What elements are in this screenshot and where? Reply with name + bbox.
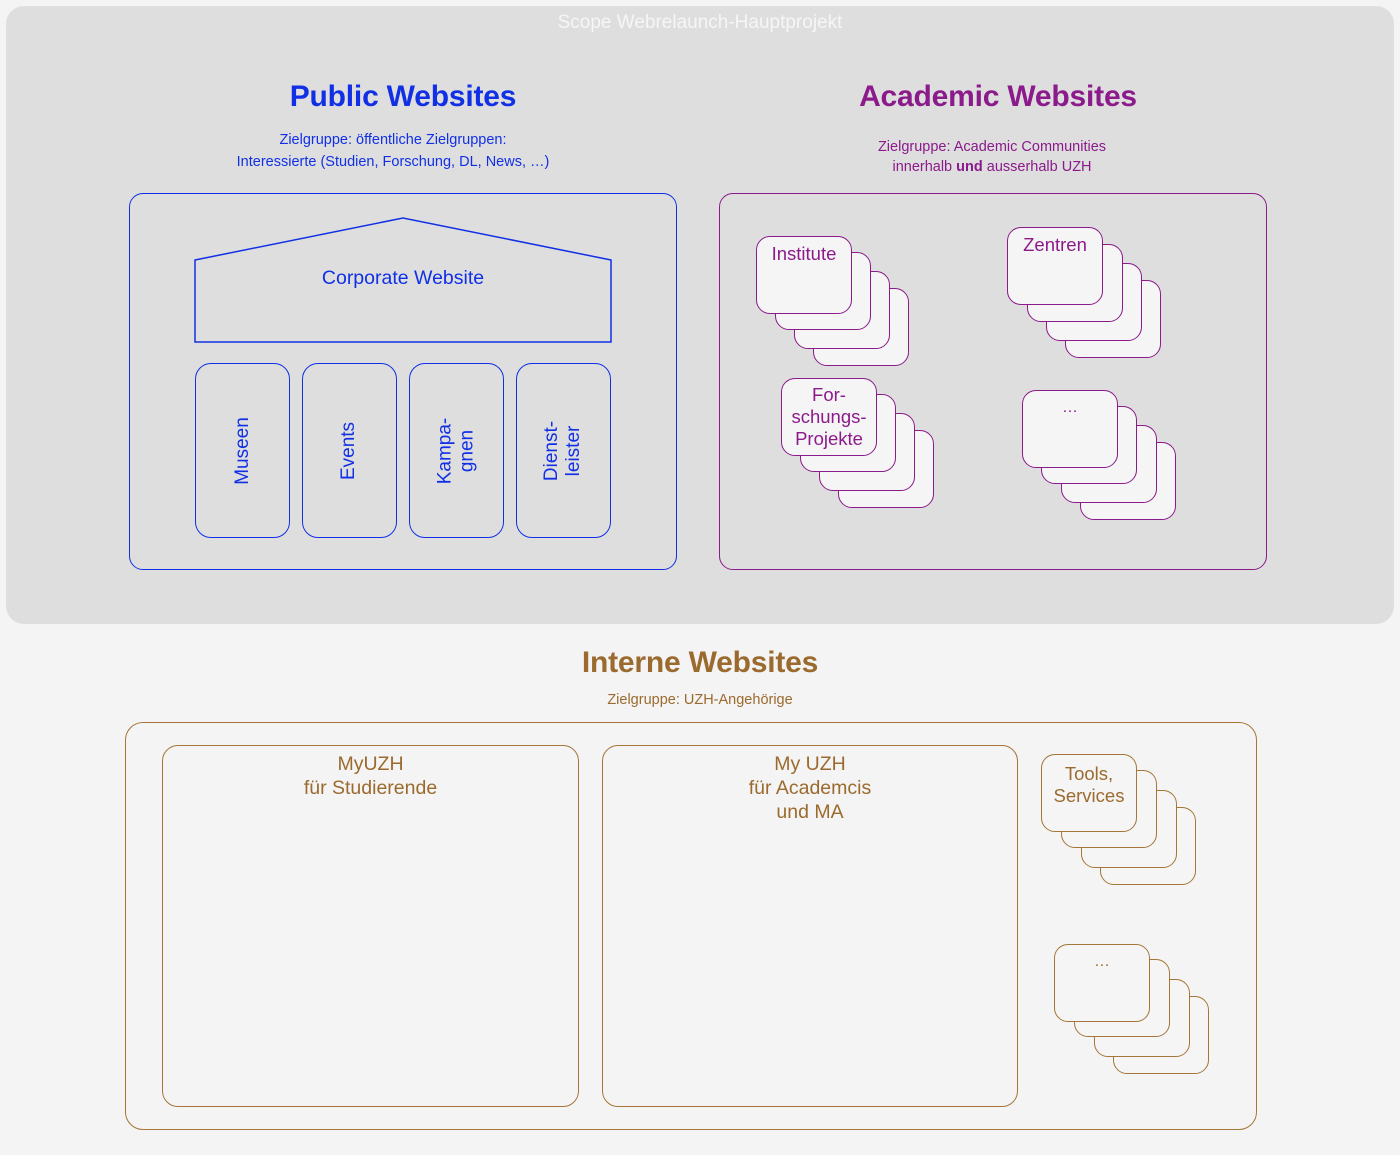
corporate-website-label[interactable]: Corporate Website [321,267,485,289]
academic-websites-frame [719,193,1267,570]
pillar-kampagnen[interactable]: Kampa- gnen [409,363,504,538]
audience-emphasis: und [956,159,983,175]
myuzh-academics-box[interactable]: My UZH für Academcis und MA [602,745,1018,1107]
audience-text: ausserhalb UZH [982,159,1092,175]
scope-region [6,6,1394,624]
academic-audience-line2: innerhalb und ausserhalb UZH [720,157,1264,177]
myuzh-students-box[interactable]: MyUZH für Studierende [162,745,579,1107]
public-websites-frame [129,193,677,570]
public-audience-line2: Interessierte (Studien, Forschung, DL, N… [236,154,550,170]
academic-audience-line1: Zielgruppe: Academic Communities [877,139,1107,155]
pillar-dienstleister[interactable]: Dienst- leister [516,363,611,538]
pillar-events[interactable]: Events [302,363,397,538]
public-websites-title: Public Websites [289,80,517,113]
pillar-label: Museen [231,416,253,485]
stack-card-front: Institute [756,236,852,314]
stack-card-front: … [1022,390,1118,468]
stack-card-front: For- schungs- Projekte [781,378,877,456]
audience-text: innerhalb [892,159,957,175]
public-audience-line1: Zielgruppe: öffentliche Zielgruppen: [279,132,507,148]
corporate-house-outline [194,217,612,343]
pillar-label: Kampa- gnen [434,417,478,484]
academic-websites-title: Academic Websites [859,80,1137,113]
academic-audience: Zielgruppe: Academic Communities innerha… [720,137,1264,177]
internal-audience: Zielgruppe: UZH-Angehörige [607,692,793,708]
stack-card-front: … [1054,944,1150,1022]
internal-websites-frame [125,722,1257,1130]
public-audience: Zielgruppe: öffentliche Zielgruppen: Int… [130,129,656,173]
scope-title: Scope Webrelaunch-Hauptprojekt [557,12,843,33]
pillar-label: Dienst- leister [541,420,585,481]
stack-card-front: Tools, Services [1041,754,1137,832]
pillar-museen[interactable]: Museen [195,363,290,538]
stack-card-front: Zentren [1007,227,1103,305]
pillar-label: Events [338,421,360,480]
internal-websites-title: Interne Websites [581,646,819,679]
